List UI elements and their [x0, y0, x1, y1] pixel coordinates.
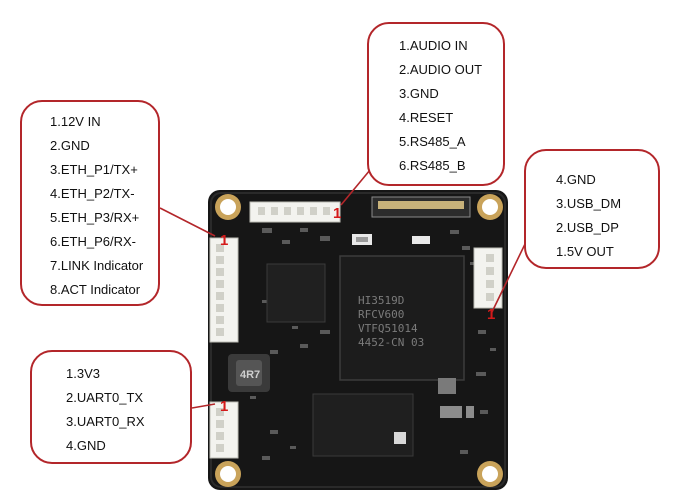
pin-label: 3.UART0_RX — [66, 414, 145, 429]
callout-bottom-connector: 1.3V3 2.UART0_TX 3.UART0_RX 4.GND — [30, 350, 192, 464]
pin-label: 2.GND — [50, 138, 90, 153]
callout-top-connector: 1.AUDIO IN 2.AUDIO OUT 3.GND 4.RESET 5.R… — [367, 22, 505, 186]
ddr-memory — [312, 393, 414, 457]
capacitor — [438, 378, 456, 394]
callout-left-connector: 1.12V IN 2.GND 3.ETH_P1/TX+ 4.ETH_P2/TX-… — [20, 100, 160, 306]
pin1-marker-top: 1 — [333, 205, 342, 222]
soc-chip — [339, 255, 465, 381]
pin1-marker-right: 1 — [487, 306, 496, 323]
leader-line-left — [159, 207, 216, 237]
pin1-marker-left: 1 — [220, 232, 229, 249]
pin-label: 1.12V IN — [50, 114, 101, 129]
pin-label: 3.ETH_P1/TX+ — [50, 162, 138, 177]
soc-text-3: VTFQ51014 — [358, 322, 418, 335]
pin-label: 4.GND — [556, 172, 596, 187]
pin-label: 6.RS485_B — [399, 158, 466, 173]
leader-line-bottom — [191, 403, 216, 409]
left-connector — [209, 237, 239, 343]
soc-text-2: RFCV600 — [358, 308, 404, 321]
pin-label: 2.USB_DP — [556, 220, 619, 235]
mounting-holes — [215, 194, 503, 487]
pin-label: 2.AUDIO OUT — [399, 62, 483, 77]
pin-label: 1.AUDIO IN — [399, 38, 468, 53]
pin-label: 4.GND — [66, 438, 106, 453]
pin-label: 5.ETH_P3/RX+ — [50, 210, 140, 225]
pin-label: 8.ACT Indicator — [50, 282, 141, 297]
pin-label: 2.UART0_TX — [66, 390, 144, 405]
leader-line-top — [340, 169, 371, 206]
leader-line-right — [491, 241, 527, 313]
pin-label: 3.USB_DM — [556, 196, 622, 211]
soc-text-4: 4452-CN 03 — [358, 336, 424, 349]
pin-label: 7.LINK Indicator — [50, 258, 144, 273]
pin-label: 4.ETH_P2/TX- — [50, 186, 135, 201]
pin-label: 1.3V3 — [66, 366, 100, 381]
pin1-marker-bottom: 1 — [220, 398, 229, 415]
inductor-label: 4R7 — [240, 369, 260, 381]
pin-label: 4.RESET — [399, 110, 454, 125]
phy-chip — [266, 263, 326, 323]
crystal — [412, 236, 430, 244]
pin-label: 3.GND — [399, 86, 439, 101]
pin-label: 1.5V OUT — [556, 244, 614, 259]
smd-components — [250, 228, 496, 460]
pin-label: 5.RS485_A — [399, 134, 466, 149]
pin-label: 6.ETH_P6/RX- — [50, 234, 136, 249]
callout-right-connector: 4.GND 3.USB_DM 2.USB_DP 1.5V OUT — [524, 149, 660, 269]
soc-text-1: HI3519D — [358, 294, 404, 307]
